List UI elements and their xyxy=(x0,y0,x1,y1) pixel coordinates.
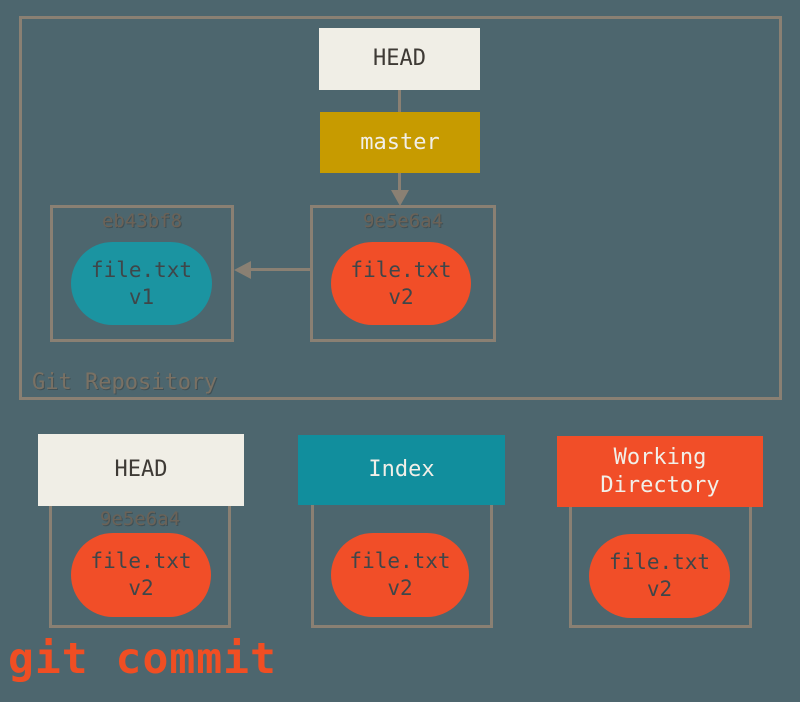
file-blob-v2: file.txt v2 xyxy=(331,533,469,617)
master-to-commit-arrow-line xyxy=(398,173,401,190)
blob-filename: file.txt xyxy=(350,257,452,282)
head-column-commit-box: 9e5e6a4 file.txt v2 xyxy=(49,503,231,628)
commit-parent-arrow-line xyxy=(251,268,310,271)
blob-version: v2 xyxy=(128,576,154,600)
commit-box-eb43bf8: eb43bf8 file.txt v1 xyxy=(50,205,234,342)
index-column-header: Index xyxy=(298,435,505,505)
file-blob-v2: file.txt v2 xyxy=(331,242,471,325)
blob-filename: file.txt xyxy=(90,257,193,282)
blob-version: v2 xyxy=(646,577,673,601)
master-to-commit-arrowhead-icon xyxy=(391,190,409,206)
commit-sha-label: 9e5e6a4 xyxy=(362,210,444,232)
file-blob-v2: file.txt v2 xyxy=(589,534,730,618)
master-branch-label: master xyxy=(360,129,440,155)
blob-version: v1 xyxy=(128,284,155,309)
master-branch-box: master xyxy=(320,112,480,173)
index-column-box: file.txt v2 xyxy=(311,502,493,628)
commit-sha-label: eb43bf8 xyxy=(101,210,183,232)
blob-filename: file.txt xyxy=(349,549,451,573)
git-commit-command-label: git commit xyxy=(8,634,277,684)
working-directory-column-header: Working Directory xyxy=(557,436,763,507)
working-directory-column-title: Working Directory xyxy=(600,445,720,498)
index-column-title: Index xyxy=(368,457,435,483)
head-pointer-box: HEAD xyxy=(319,28,480,90)
blob-version: v2 xyxy=(388,284,414,309)
head-pointer-label: HEAD xyxy=(373,46,426,72)
head-column-header: HEAD xyxy=(38,434,244,506)
file-blob-v2: file.txt v2 xyxy=(71,533,211,617)
git-repository-label: Git Repository xyxy=(32,370,218,395)
head-column-title: HEAD xyxy=(114,457,168,483)
head-to-master-connector-line xyxy=(398,90,401,112)
blob-filename: file.txt xyxy=(608,550,711,574)
blob-filename: file.txt xyxy=(90,549,192,573)
commit-box-9e5e6a4: 9e5e6a4 file.txt v2 xyxy=(310,205,496,342)
commit-sha-label: 9e5e6a4 xyxy=(99,508,181,530)
working-directory-column-box: file.txt v2 xyxy=(569,504,752,628)
blob-version: v2 xyxy=(387,576,413,600)
git-repository-box: Git Repository xyxy=(19,16,782,400)
commit-parent-arrowhead-icon xyxy=(234,261,251,279)
file-blob-v1: file.txt v1 xyxy=(71,242,212,325)
